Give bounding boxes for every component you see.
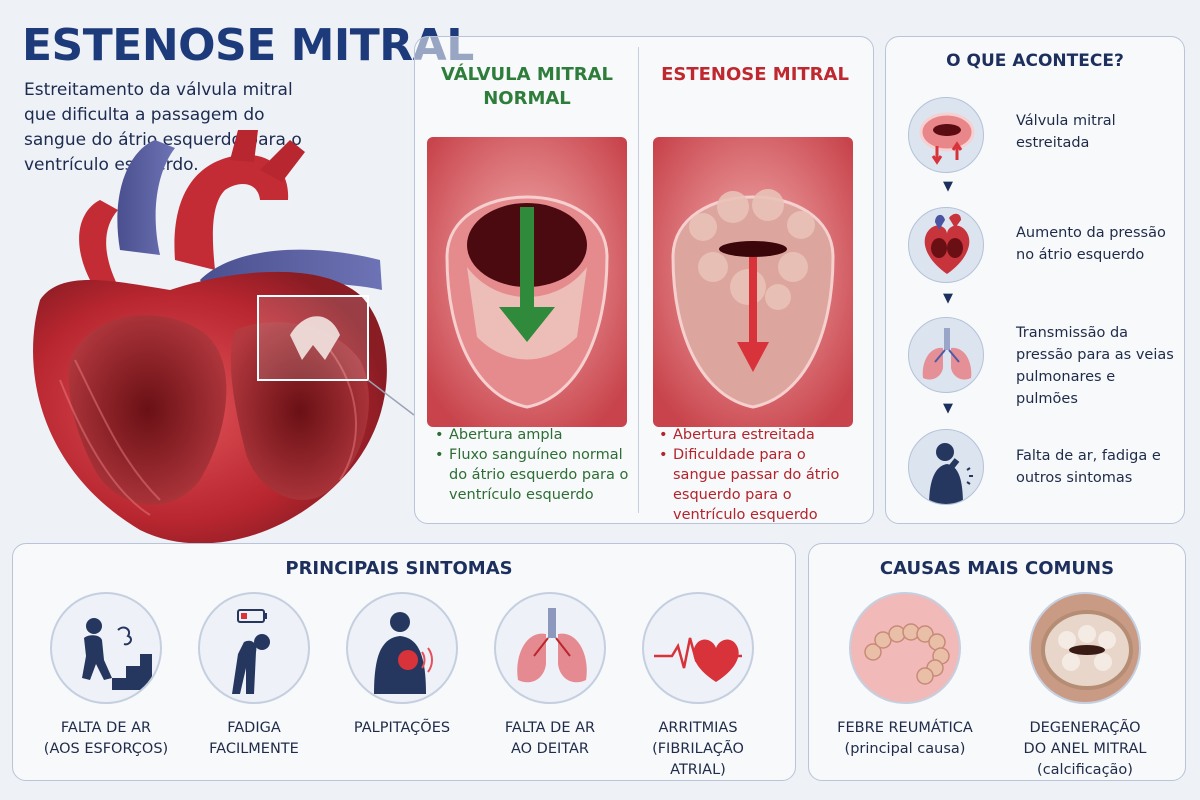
cause-item: DEGENERAÇÃO DO ANEL MITRAL (calcificação… (1005, 592, 1165, 781)
stenosis-valve-illustration (653, 137, 853, 427)
lungs-icon (908, 317, 984, 393)
palpitation-icon (346, 592, 458, 704)
valve-comparison-panel: VÁLVULA MITRAL NORMAL ESTENOSE MITRAL (414, 36, 874, 524)
lungs-icon (494, 592, 606, 704)
comparison-divider (638, 47, 639, 513)
process-step-3: Transmissão da pressão para as veias pul… (1016, 325, 1174, 407)
symptom-item: ARRITMIAS (FIBRILAÇÃO ATRIAL) (633, 592, 763, 781)
down-arrow-icon: ▼ (943, 179, 953, 194)
cause-label: FEBRE REUMÁTICA (837, 720, 973, 736)
coughing-person-icon (908, 429, 984, 505)
process-step-1: Válvula mitral estreitada (1016, 113, 1116, 151)
cause-note: (calcificação) (1037, 762, 1133, 778)
normal-valve-bullets: Abertura ampla Fluxo sanguíneo normal do… (435, 425, 635, 505)
symptom-item: PALPITAÇÕES (337, 592, 467, 739)
calcified-valve-icon (1029, 592, 1141, 704)
down-arrow-icon: ▼ (943, 291, 953, 306)
arrhythmia-heart-icon (642, 592, 754, 704)
causes-panel: CAUSAS MAIS COMUNS FEBRE REUMÁTICA (prin… (808, 543, 1186, 781)
normal-flow-arrow (499, 307, 555, 342)
stenosis-bullet: Abertura estreitada (659, 425, 859, 445)
process-step-4: Falta de ar, fadiga e outros sintomas (1016, 448, 1161, 486)
symptom-item: FALTA DE AR (AOS ESFORÇOS) (41, 592, 171, 760)
stairs-person-icon (50, 592, 162, 704)
normal-bullet: Abertura ampla (435, 425, 635, 445)
cause-sublabel: (principal causa) (844, 741, 966, 757)
symptoms-panel: PRINCIPAIS SINTOMAS FALTA DE AR (AOS ESF… (12, 543, 796, 781)
process-title: O QUE ACONTECE? (946, 51, 1124, 71)
symptom-label: FALTA DE AR (60, 720, 152, 736)
causes-title: CAUSAS MAIS COMUNS (879, 558, 1115, 579)
cause-item: FEBRE REUMÁTICA (principal causa) (825, 592, 985, 760)
symptom-label: ARRITMIAS (658, 720, 738, 736)
symptom-label: FALTA DE AR (504, 720, 596, 736)
normal-bullet: Fluxo sanguíneo normal do átrio esquerdo… (435, 445, 635, 505)
page-title: ESTENOSE MITRAL (22, 20, 474, 71)
heart-illustration (0, 130, 420, 545)
page-subtitle: Estreitamento da válvula mitral que difi… (24, 80, 302, 175)
stenosis-bullet: Dificuldade para o sangue passar do átri… (659, 445, 859, 525)
down-arrow-icon: ▼ (943, 401, 953, 416)
normal-valve-illustration (427, 137, 627, 427)
stenosis-valve-title: ESTENOSE MITRAL (661, 64, 849, 85)
symptom-sublabel: FACILMENTE (209, 741, 299, 757)
symptom-label: FADIGA (227, 720, 281, 736)
symptom-sublabel: (AOS ESFORÇOS) (43, 741, 169, 757)
symptom-item: FADIGA FACILMENTE (189, 592, 319, 760)
cause-label: DEGENERAÇÃO (1029, 720, 1141, 736)
symptom-label: PALPITAÇÕES (353, 720, 451, 736)
heart-icon (908, 207, 984, 283)
stenosis-valve-bullets: Abertura estreitada Dificuldade para o s… (659, 425, 859, 525)
cause-sublabel: DO ANEL MITRAL (1023, 741, 1147, 757)
symptom-sublabel: AO DEITAR (510, 741, 589, 757)
process-step-2: Aumento da pressão no átrio esquerdo (1016, 225, 1166, 263)
vena-cava-shape (117, 140, 175, 255)
stenosis-flow-arrow (737, 342, 769, 372)
rheumatic-fever-icon (849, 592, 961, 704)
symptoms-title: PRINCIPAIS SINTOMAS (285, 558, 513, 579)
valve-icon (908, 97, 984, 173)
symptom-item: FALTA DE AR AO DEITAR (485, 592, 615, 760)
process-panel: O QUE ACONTECE? Válvula mitral estreitad… (885, 36, 1185, 524)
normal-valve-title: VÁLVULA MITRAL NORMAL (441, 64, 613, 109)
symptom-sublabel: (FIBRILAÇÃO ATRIAL) (652, 741, 744, 778)
tired-person-icon (198, 592, 310, 704)
